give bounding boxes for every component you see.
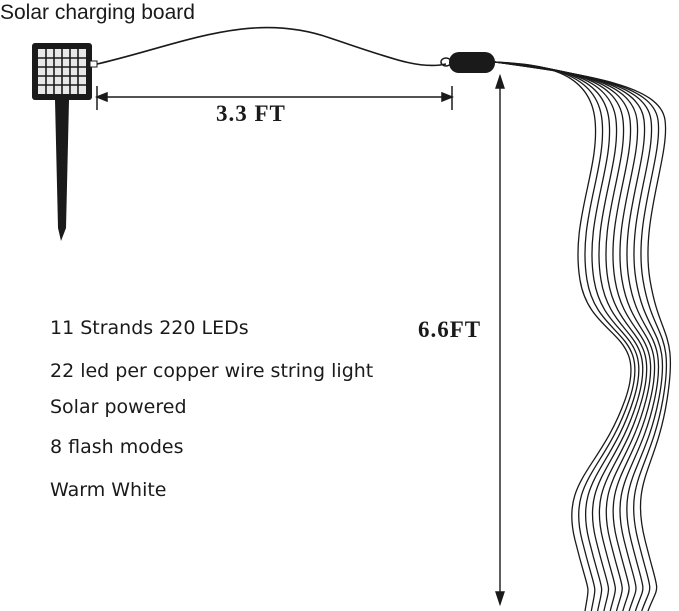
light-strand [494, 61, 656, 611]
spec-item: 22 led per copper wire string light [50, 360, 373, 382]
strand-length-label: 6.6FT [418, 317, 481, 342]
light-strand [494, 61, 664, 611]
connection-cable [96, 26, 447, 67]
light-strand [494, 61, 636, 611]
light-strand [494, 61, 660, 611]
wire-length-dimension [94, 86, 455, 110]
strand-length-dimension [495, 73, 505, 607]
light-strand [494, 61, 672, 611]
controller-box-icon [440, 52, 495, 73]
wire-length-label: 3.3 FT [216, 101, 286, 126]
light-strand [494, 61, 648, 611]
light-strand [494, 61, 652, 611]
spec-item: Warm White [50, 479, 167, 501]
light-strand [494, 61, 668, 611]
spec-item: 11 Strands 220 LEDs [50, 317, 249, 339]
light-strand [494, 61, 640, 611]
light-strand [494, 61, 632, 611]
light-strand [494, 61, 644, 611]
spec-list: 11 Strands 220 LEDs 22 led per copper wi… [50, 317, 373, 501]
diagram-title: Solar charging board [0, 1, 195, 24]
spec-item: Solar powered [50, 396, 187, 418]
solar-panel-icon [32, 43, 98, 241]
spec-item: 8 flash modes [50, 436, 184, 458]
light-strands [494, 61, 672, 611]
